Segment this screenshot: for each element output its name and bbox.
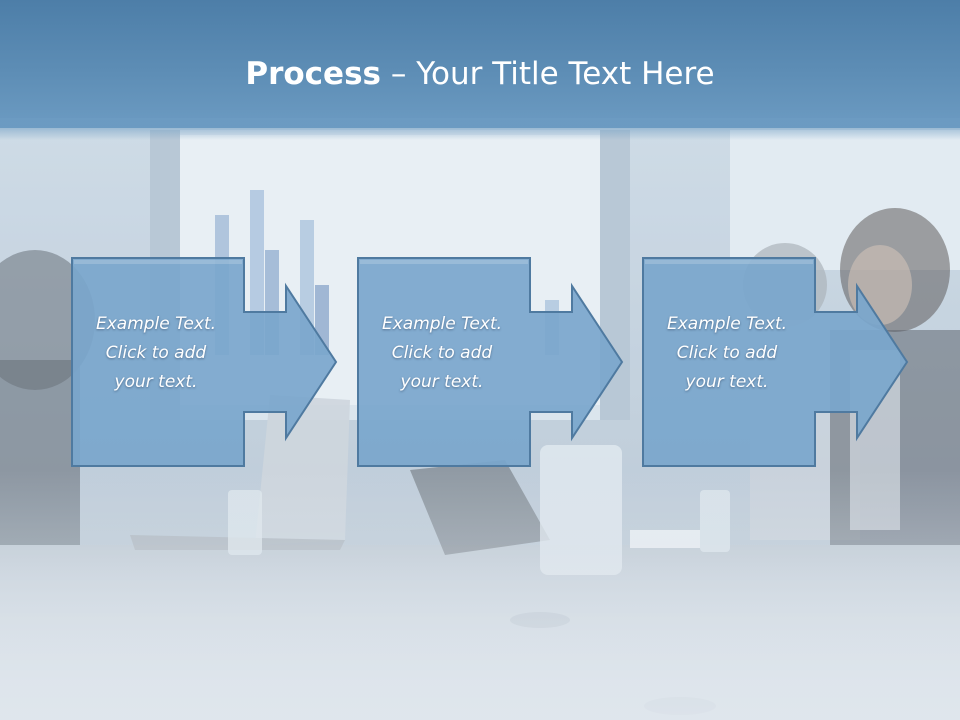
title-bar	[0, 0, 960, 128]
process-step-text[interactable]: Example Text. Click to add your text.	[74, 310, 238, 397]
process-step-text[interactable]: Example Text. Click to add your text.	[645, 310, 809, 397]
title-regular-text: – Your Title Text Here	[381, 56, 715, 92]
step-text-line: Example Text.	[95, 314, 217, 334]
step-text-line: Click to add	[676, 343, 778, 363]
process-step-3[interactable]: Example Text. Click to add your text.	[641, 256, 913, 468]
step-text-line: Click to add	[105, 343, 207, 363]
step-text-line: Example Text.	[666, 314, 788, 334]
process-step-shape	[642, 257, 909, 467]
process-step-shape	[71, 257, 338, 467]
process-step-text[interactable]: Example Text. Click to add your text.	[360, 310, 524, 397]
process-step-1[interactable]: Example Text. Click to add your text.	[70, 256, 342, 468]
process-step-2[interactable]: Example Text. Click to add your text.	[356, 256, 628, 468]
step-text-line: your text.	[685, 372, 769, 392]
step-text-line: your text.	[114, 372, 198, 392]
title-bold-text: Process	[245, 56, 381, 92]
slide-title[interactable]: Process – Your Title Text Here	[0, 52, 960, 96]
step-text-line: Example Text.	[381, 314, 503, 334]
title-bar-fade	[0, 118, 960, 140]
step-text-line: Click to add	[391, 343, 493, 363]
process-step-shape	[357, 257, 624, 467]
step-text-line: your text.	[400, 372, 484, 392]
